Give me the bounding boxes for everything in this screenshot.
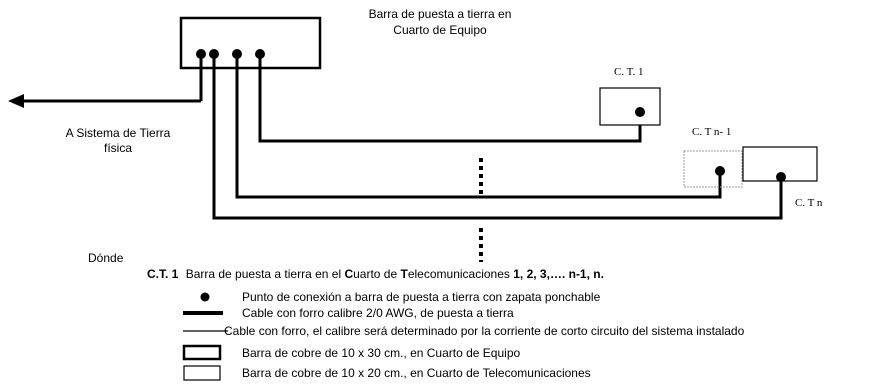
cable-ctn-1 bbox=[235, 54, 722, 199]
ct-definition-text-c: elecomunicaciones bbox=[407, 267, 514, 281]
ground-system-label: A Sistema de Tierra física bbox=[38, 126, 198, 156]
connection-point bbox=[635, 107, 645, 117]
connection-point bbox=[232, 49, 242, 59]
equipment-bar-title-line1: Barra de puesta a tierra en bbox=[368, 7, 512, 21]
ct-definition-bold-c: C bbox=[344, 267, 354, 281]
connection-point bbox=[255, 49, 265, 59]
connection-point bbox=[196, 49, 206, 59]
ct-definition-text-b: uarto de bbox=[353, 267, 401, 281]
ground-system-label-line2: física bbox=[103, 141, 132, 155]
ground-arrow bbox=[8, 54, 203, 108]
connection-point bbox=[715, 166, 725, 176]
ctn-1-label: C. T n- 1 bbox=[692, 126, 732, 138]
legend-text-thin-box: Barra de cobre de 10 x 20 cm., en Cuarto… bbox=[242, 366, 591, 380]
cable-ct1 bbox=[258, 54, 642, 143]
legend-thin-box-symbol bbox=[183, 365, 221, 381]
equipment-bar-title: Barra de puesta a tierra en Cuarto de Eq… bbox=[318, 6, 562, 38]
legend-thick-box-symbol bbox=[182, 344, 222, 361]
legend-dot-symbol bbox=[200, 292, 210, 302]
connection-point bbox=[776, 172, 786, 182]
ctn-label: C. T n bbox=[795, 197, 823, 209]
ground-system-label-line1: A Sistema de Tierra bbox=[65, 126, 171, 140]
legend-text-thick-box: Barra de cobre de 10 x 30 cm., en Cuarto… bbox=[242, 346, 521, 360]
connection-point bbox=[209, 49, 219, 59]
ct1-label: C. T. 1 bbox=[614, 66, 644, 78]
ctn-1-bar bbox=[683, 150, 743, 188]
ct-definition-text-a: Barra de puesta a tierra en el bbox=[185, 267, 345, 281]
ct-definition: C.T. 1 Barra de puesta a tierra en el Cu… bbox=[147, 267, 604, 281]
legend-text-dot: Punto de conexión a barra de puesta a ti… bbox=[242, 290, 601, 304]
ct-definition-bold-t: T bbox=[400, 267, 408, 281]
donde-label: Dónde bbox=[88, 251, 124, 265]
ct1-bar bbox=[599, 87, 661, 126]
ct-definition-prefix: C.T. 1 bbox=[147, 267, 179, 281]
legend-text-thick-line: Cable con forro calibre 2/0 AWG, de pues… bbox=[242, 306, 514, 320]
equipment-bar-title-line2: Cuarto de Equipo bbox=[393, 23, 487, 37]
equipment-room-bar bbox=[179, 16, 322, 70]
legend-text-thin-line: Cable con forro, el calibre será determi… bbox=[224, 324, 745, 338]
cable-ctn bbox=[212, 54, 783, 220]
ct-definition-numbers: 1, 2, 3,…. n-1, n. bbox=[513, 267, 604, 281]
